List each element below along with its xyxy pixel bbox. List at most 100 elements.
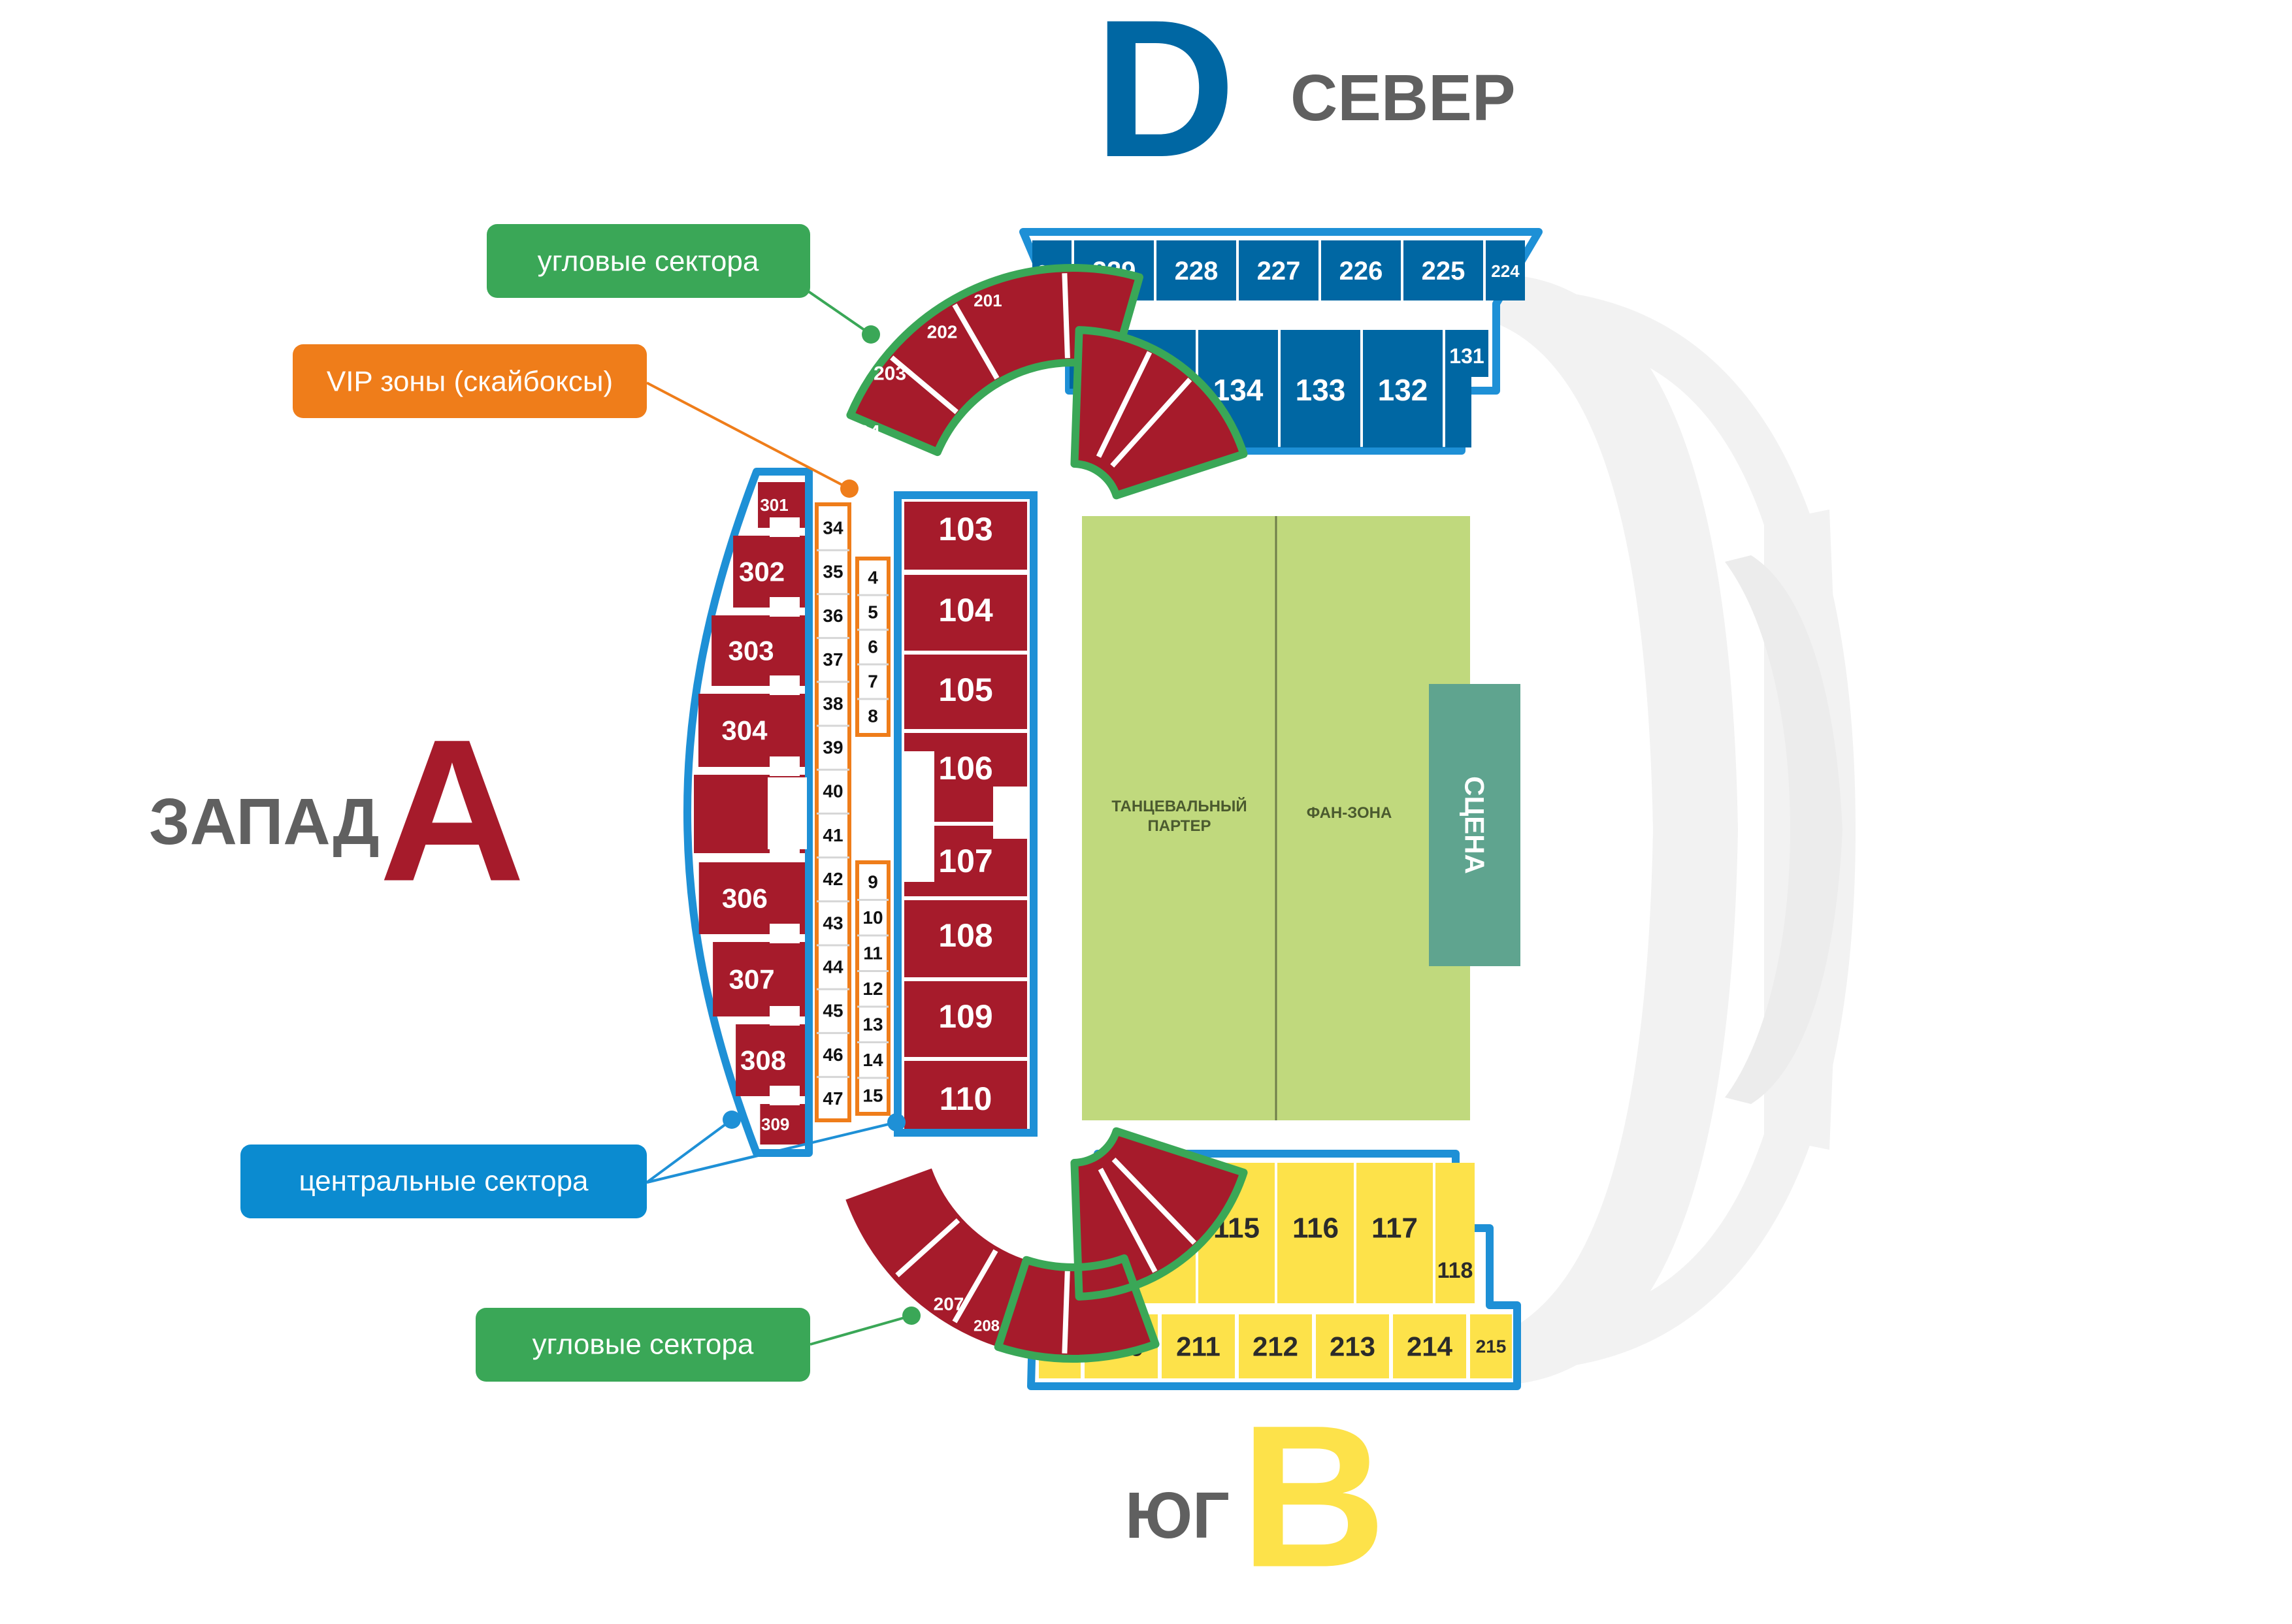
skybox-41: 41 — [823, 825, 843, 845]
sector-label-133: 133 — [1296, 373, 1346, 407]
stage-label: СЦЕНА — [1460, 776, 1490, 874]
skybox-13: 13 — [862, 1015, 883, 1035]
skybox-9: 9 — [868, 872, 878, 892]
sector-label-213: 213 — [1330, 1331, 1375, 1362]
callout-vip[interactable]: VIP зоны (скайбоксы) — [293, 344, 647, 418]
sector-117[interactable] — [1356, 1163, 1433, 1303]
sector-label-131: 131 — [1449, 344, 1484, 368]
skybox-42: 42 — [823, 869, 843, 889]
dance-parterre-label-line2: ПАРТЕР — [1148, 817, 1211, 835]
direction-west: ЗАПАД A — [149, 697, 525, 924]
sector-226[interactable] — [1321, 240, 1401, 300]
dance-parterre-label-line1: ТАНЦЕВАЛЬНЫЙ — [1111, 797, 1247, 815]
sector-label-202: 202 — [927, 322, 958, 342]
sector-302[interactable] — [733, 536, 805, 608]
skybox-15: 15 — [862, 1086, 883, 1106]
callout-corner-bottom[interactable]: угловые сектора — [476, 1308, 810, 1382]
sector-label-106: 106 — [938, 750, 992, 787]
sector-label-308: 308 — [740, 1045, 786, 1076]
sector-306[interactable] — [698, 862, 805, 934]
sector-303[interactable] — [712, 615, 805, 686]
sector-212[interactable] — [1239, 1314, 1312, 1378]
sector-301[interactable] — [758, 482, 805, 528]
sector-118-upper[interactable] — [1435, 1163, 1455, 1228]
sector-label-132: 132 — [1378, 373, 1428, 407]
sector-label-208: 208 — [974, 1318, 1000, 1335]
sector-214[interactable] — [1393, 1314, 1466, 1378]
sector-label-116: 116 — [1292, 1212, 1339, 1244]
skybox-11: 11 — [863, 943, 883, 964]
sector-label-104: 104 — [938, 592, 993, 628]
callout-corner-bottom-text: угловые сектора — [532, 1329, 754, 1361]
sector-131-lower[interactable] — [1445, 377, 1471, 447]
sector-104[interactable] — [904, 575, 1027, 651]
sector-108[interactable] — [904, 900, 1027, 977]
sector-label-211: 211 — [1176, 1331, 1220, 1362]
sector-227[interactable] — [1239, 240, 1318, 300]
sector-228[interactable] — [1156, 240, 1236, 300]
sector-132[interactable] — [1363, 330, 1443, 447]
skybox-34: 34 — [823, 518, 843, 538]
skybox-6: 6 — [868, 637, 878, 657]
south-word: ЮГ — [1125, 1479, 1230, 1552]
sector-224[interactable] — [1486, 240, 1525, 300]
sector-131[interactable] — [1445, 330, 1488, 377]
skybox-10: 10 — [862, 907, 883, 928]
skybox-40: 40 — [823, 781, 843, 802]
ghost-east-stand — [1457, 274, 1856, 1385]
sector-label-228: 228 — [1175, 257, 1219, 285]
sector-307[interactable] — [713, 942, 805, 1016]
stage-block[interactable] — [1429, 684, 1520, 966]
sector-105[interactable] — [904, 655, 1027, 729]
west-letter: A — [379, 697, 525, 924]
sector-label-225: 225 — [1422, 257, 1465, 285]
skybox-4: 4 — [868, 568, 878, 588]
sector-label-212: 212 — [1252, 1331, 1298, 1362]
sector-label-214: 214 — [1407, 1331, 1453, 1362]
sector-304[interactable] — [698, 694, 805, 767]
skybox-12: 12 — [862, 979, 883, 999]
callout-corner-top[interactable]: угловые сектора — [487, 224, 810, 298]
callout-central[interactable]: центральные сектора — [240, 1145, 647, 1218]
sector-213[interactable] — [1316, 1314, 1389, 1378]
sector-133[interactable] — [1281, 330, 1360, 447]
sector-308[interactable] — [736, 1024, 805, 1096]
callouts: угловые сектора VIP зоны (скайбоксы) цен… — [240, 224, 921, 1382]
skybox-7: 7 — [868, 672, 878, 692]
sector-label-101: 101 — [1004, 390, 1061, 428]
sector-label-307: 307 — [729, 964, 775, 995]
sector-label-111: 111 — [957, 1152, 1004, 1186]
sector-label-118: 118 — [1437, 1258, 1473, 1283]
skybox-5: 5 — [868, 602, 878, 623]
sector-label-203: 203 — [874, 363, 906, 385]
sector-label-226: 226 — [1339, 257, 1383, 285]
north-word: СЕВЕР — [1290, 61, 1516, 135]
west-word: ЗАПАД — [149, 785, 380, 858]
skybox-37: 37 — [823, 649, 843, 670]
sector-116[interactable] — [1277, 1163, 1354, 1303]
sector-215[interactable] — [1470, 1314, 1512, 1378]
sector-103[interactable] — [904, 502, 1027, 570]
skybox-38: 38 — [823, 693, 843, 713]
sector-225[interactable] — [1403, 240, 1483, 300]
callout-central-text: центральные сектора — [299, 1165, 589, 1197]
sector-label-204: 204 — [847, 422, 880, 444]
skybox-47: 47 — [823, 1088, 843, 1109]
direction-south: ЮГ B — [1125, 1383, 1386, 1610]
sector-309[interactable] — [760, 1104, 805, 1145]
sector-109[interactable] — [904, 981, 1027, 1057]
sector-110[interactable] — [904, 1061, 1027, 1129]
skybox-36: 36 — [823, 606, 843, 626]
sector-211[interactable] — [1162, 1314, 1235, 1378]
field: ТАНЦЕВАЛЬНЫЙ ПАРТЕР ФАН-ЗОНА СЦЕНА — [1082, 516, 1520, 1120]
skybox-43: 43 — [823, 913, 843, 933]
sector-label-306: 306 — [722, 883, 768, 914]
sector-label-117: 117 — [1371, 1212, 1418, 1244]
sector-label-215: 215 — [1476, 1337, 1507, 1357]
skybox-35: 35 — [823, 562, 843, 582]
sector-label-227: 227 — [1257, 257, 1301, 285]
